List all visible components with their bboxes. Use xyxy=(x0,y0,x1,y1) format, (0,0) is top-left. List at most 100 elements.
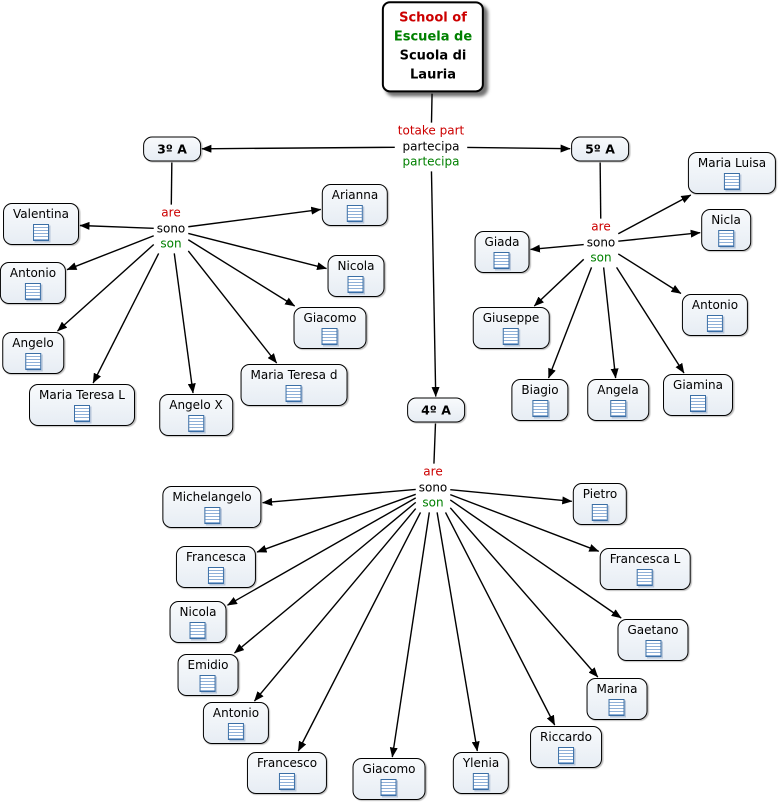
concept-label: Biagio xyxy=(521,383,559,397)
edge-line xyxy=(188,232,328,271)
concept-antonio-5a[interactable]: Antonio xyxy=(681,294,749,336)
concept-antonio-4a[interactable]: Antonio xyxy=(202,702,270,744)
concept-class-5a[interactable]: 5º A xyxy=(571,136,629,162)
concept-francesca-l[interactable]: Francesca L xyxy=(599,548,691,590)
resource-icon[interactable] xyxy=(32,224,49,241)
concept-marina[interactable]: Marina xyxy=(586,678,648,720)
concept-giada[interactable]: Giada xyxy=(474,231,530,273)
concept-biagio[interactable]: Biagio xyxy=(511,379,569,421)
concept-nicola-4a[interactable]: Nicola xyxy=(169,601,227,643)
edge-line xyxy=(234,501,417,654)
resource-icon[interactable] xyxy=(717,230,734,247)
concept-antonio-3a[interactable]: Antonio xyxy=(0,262,67,304)
concept-gaetano[interactable]: Gaetano xyxy=(617,619,689,661)
resource-icon[interactable] xyxy=(381,779,397,796)
resource-icon[interactable] xyxy=(473,773,489,790)
resource-icon[interactable] xyxy=(188,415,204,432)
concept-giamina[interactable]: Giamina xyxy=(663,374,733,416)
resource-icon[interactable] xyxy=(644,640,661,657)
concept-riccardo[interactable]: Riccardo xyxy=(530,726,602,768)
resource-icon[interactable] xyxy=(707,315,723,332)
edge-line xyxy=(467,144,571,153)
resource-icon[interactable] xyxy=(609,699,625,716)
resource-icon[interactable] xyxy=(279,773,295,790)
concept-nicola-3a[interactable]: Nicola xyxy=(327,255,385,297)
edge-line xyxy=(262,488,416,506)
resource-icon[interactable] xyxy=(322,328,338,345)
resource-icon[interactable] xyxy=(207,567,224,584)
concept-label: Antonio xyxy=(212,706,260,720)
resource-icon[interactable] xyxy=(347,205,363,222)
concept-pietro[interactable]: Pietro xyxy=(572,483,628,525)
concept-arianna[interactable]: Arianna xyxy=(321,184,389,226)
concept-label: Francesca xyxy=(185,550,247,564)
resource-icon[interactable] xyxy=(204,507,220,524)
concept-francesca[interactable]: Francesca xyxy=(175,546,257,588)
edge-line xyxy=(436,512,480,752)
resource-icon[interactable] xyxy=(348,276,364,293)
concept-label: Valentina xyxy=(13,207,69,221)
concept-label: Michelangelo xyxy=(172,490,252,504)
edge-line xyxy=(430,171,440,397)
concept-giuseppe[interactable]: Giuseppe xyxy=(472,307,550,349)
concept-label: Maria Teresa L xyxy=(39,388,125,402)
resource-icon[interactable] xyxy=(200,675,216,692)
edge-line xyxy=(547,267,593,379)
phrase-line: son xyxy=(590,250,612,265)
resource-icon[interactable] xyxy=(609,400,626,417)
edge-line xyxy=(617,194,692,235)
concept-maria-teresa-l[interactable]: Maria Teresa L xyxy=(29,384,135,426)
phrase-line: partecipa xyxy=(402,139,460,154)
resource-icon[interactable] xyxy=(690,395,706,412)
concept-maria-teresa-d[interactable]: Maria Teresa d xyxy=(240,364,348,406)
concept-angelo-x[interactable]: Angelo X xyxy=(159,394,233,436)
concept-label: Francesco xyxy=(256,756,318,770)
edge-line xyxy=(201,144,395,153)
resource-icon[interactable] xyxy=(592,504,608,521)
concept-label: Giacomo xyxy=(303,311,357,325)
concept-michelangelo[interactable]: Michelangelo xyxy=(162,486,262,528)
phrase-line: sono xyxy=(418,480,448,495)
concept-label: Angela xyxy=(597,383,639,397)
concept-ylenia[interactable]: Ylenia xyxy=(452,752,510,794)
concept-label: Nicola xyxy=(179,605,217,619)
concept-nicla[interactable]: Nicla xyxy=(701,209,751,251)
edge-line xyxy=(533,258,585,307)
concept-maria-luisa[interactable]: Maria Luisa xyxy=(687,152,777,194)
concept-label: Arianna xyxy=(331,188,379,202)
resource-icon[interactable] xyxy=(73,405,90,422)
phrase-line: School of xyxy=(399,10,467,26)
resource-icon[interactable] xyxy=(190,622,206,639)
concept-giacomo-3a[interactable]: Giacomo xyxy=(293,307,367,349)
concept-francesco[interactable]: Francesco xyxy=(246,752,328,794)
concept-label: Ylenia xyxy=(462,756,500,770)
concept-emidio[interactable]: Emidio xyxy=(177,654,239,696)
edge-line xyxy=(430,93,433,123)
concept-class-3a[interactable]: 3º A xyxy=(143,136,201,162)
concept-class-4a[interactable]: 4º A xyxy=(407,397,465,423)
concept-valentina[interactable]: Valentina xyxy=(3,203,79,245)
concept-label: Giada xyxy=(484,235,520,249)
resource-icon[interactable] xyxy=(25,353,41,370)
concept-angela[interactable]: Angela xyxy=(587,379,649,421)
concept-giacomo-4a[interactable]: Giacomo xyxy=(352,758,426,800)
resource-icon[interactable] xyxy=(558,747,574,764)
resource-icon[interactable] xyxy=(286,385,302,402)
resource-icon[interactable] xyxy=(636,569,653,586)
edge-line xyxy=(449,507,599,678)
resource-icon[interactable] xyxy=(25,283,41,300)
concept-angelo[interactable]: Angelo xyxy=(2,332,64,374)
resource-icon[interactable] xyxy=(494,252,510,269)
concept-label: Antonio xyxy=(691,298,739,312)
resource-icon[interactable] xyxy=(503,328,519,345)
resource-icon[interactable] xyxy=(723,173,740,190)
concept-label: Angelo xyxy=(12,336,54,350)
concept-label: Maria Luisa xyxy=(697,156,767,170)
resource-icon[interactable] xyxy=(228,723,244,740)
resource-icon[interactable] xyxy=(532,400,548,417)
